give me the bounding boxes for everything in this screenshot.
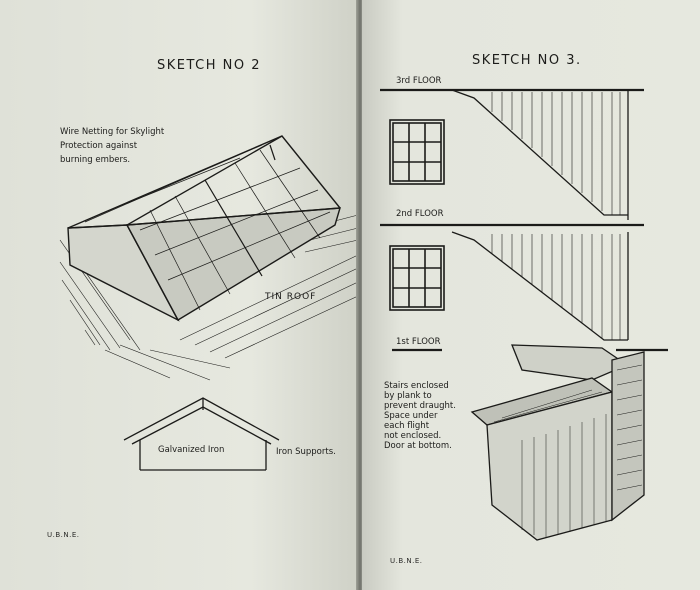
second-floor-label: 2nd FLOOR (396, 209, 444, 219)
stairs-caption-line-5: each flight (384, 421, 430, 431)
right-footer: U.B.N.E. (390, 557, 423, 565)
sketch-3-title: SKETCH NO 3. (472, 53, 582, 68)
skylight-illustration (59, 135, 359, 471)
stairs-caption-line-2: by plank to (384, 391, 432, 401)
stairs-caption-line-3: prevent draught. (384, 401, 456, 411)
left-page: SKETCH NO 2 Wire Netting for Skylight Pr… (0, 0, 359, 590)
stairs-caption-line-7: Door at bottom. (384, 441, 452, 451)
sketch-2-title: SKETCH NO 2 (157, 58, 262, 73)
stairs-caption-line-6: not enclosed. (384, 431, 442, 441)
first-floor-label: 1st FLOOR (396, 337, 441, 347)
roof-profile (123, 397, 280, 471)
right-page: SKETCH NO 3. (362, 0, 700, 590)
stairs-caption-line-4: Space under (384, 411, 438, 421)
window-lower (389, 245, 445, 311)
left-footer: U.B.N.E. (47, 531, 80, 539)
stair-treads (491, 92, 621, 340)
galvanized-iron-label: Galvanized Iron (158, 445, 225, 455)
roof-hatching (59, 214, 359, 381)
tin-roof-label: TIN ROOF (265, 292, 317, 302)
iron-supports-label: Iron Supports. (276, 447, 336, 457)
skylight-caption-line-1: Wire Netting for Skylight (60, 127, 165, 137)
third-floor-label: 3rd FLOOR (396, 76, 442, 86)
book-gutter (356, 0, 364, 590)
enclosed-stair (470, 344, 645, 541)
staircase-illustration (380, 88, 668, 541)
stairs-caption-line-1: Stairs enclosed (384, 381, 449, 391)
window-upper (389, 119, 445, 185)
skylight-caption-line-2: Protection against (60, 141, 138, 151)
skylight-caption-line-3: burning embers. (60, 155, 131, 165)
